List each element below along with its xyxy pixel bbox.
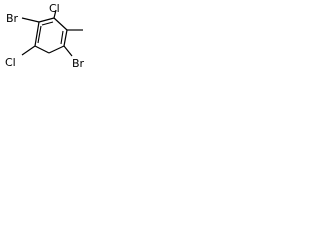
bond-to-br-top-left (21, 17, 40, 23)
ring-bond-6 (34, 21, 40, 47)
ring-bond-1 (38, 17, 55, 23)
bond-to-cl-bottom-left (21, 45, 36, 56)
ring-bond-3 (63, 29, 68, 47)
ring-double-bond-left (37, 25, 42, 44)
atom-label-cl-bottom-left: Cl (5, 56, 16, 69)
bond-to-cl-top (53, 9, 57, 19)
atom-label-br-top-left: Br (6, 12, 19, 25)
chemical-structure-diagram: Br Cl Cl Br (5, 2, 85, 70)
atom-label-cl-top: Cl (49, 2, 60, 15)
ring-double-bond-top (41, 21, 54, 26)
ring-double-bond-right (60, 30, 64, 45)
ring-bond-4 (48, 45, 65, 54)
ring-bond-5 (34, 45, 50, 54)
ring-bond-2 (53, 17, 68, 31)
structure-canvas: Br Cl Cl Br (0, 0, 93, 74)
atom-label-br-bottom-right: Br (72, 57, 85, 70)
bond-to-br-bottom-right (63, 45, 73, 57)
